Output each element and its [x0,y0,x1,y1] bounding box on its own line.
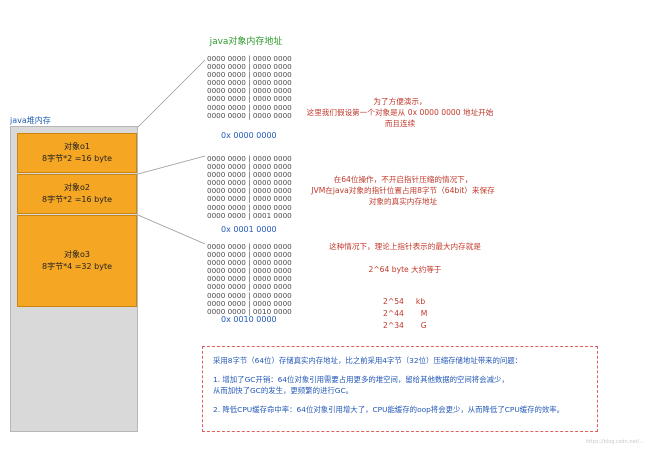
issues-intro: 采用8字节（64位）存储真实内存地址，比之前采用4字节（32位）压缩存储地址带来… [213,356,523,365]
issue-1-line-1: 1. 增加了GC开销：64位对象引用需要占用更多的堆空间，留给其他数据的空间将会… [213,375,509,384]
object-size: 8字节*2 =16 byte [41,195,113,204]
memory-address-3: 0x 0010 0000 [221,315,277,324]
object-name: 对象o2 [64,183,90,192]
note-2-64: 2^64 byte 大约等于 [368,265,442,274]
heap-object-o3: 对象o3 8字节*4 =32 byte [17,215,137,307]
watermark: https://blog.csdn.net/... [585,439,644,445]
issue-1-line-2: 从而加快了GC的发生，更频繁的进行GC。 [213,386,354,395]
connector-line-o3 [137,214,206,245]
heap-label: java堆内存 [10,116,51,125]
object-name: 对象o3 [64,250,90,259]
unit-gb: 2^34 G [383,321,427,330]
connector-line-o2 [137,155,206,175]
unit-mb: 2^44 M [383,309,428,318]
memory-title: java对象内存地址 [209,37,283,47]
memory-block-3: 0000 0000 | 0000 0000 0000 0000 | 0000 0… [207,242,292,316]
note-start-address: 为了方便演示， 这里我们假设第一个对象是从 0x 0000 0000 地址开始 … [306,97,494,128]
memory-block-1: 0000 0000 | 0000 0000 0000 0000 | 0000 0… [207,54,292,120]
memory-address-2: 0x 0001 0000 [221,225,277,234]
note-max-memory: 这种情况下，理论上指针表示的最大内存就是 [329,242,481,251]
object-size: 8字节*4 =32 byte [41,262,113,271]
connector-line-o1 [137,59,206,128]
object-size: 8字节*2 =16 byte [41,154,113,163]
unit-kb: 2^54 kb [383,297,426,306]
issues-box: 采用8字节（64位）存储真实内存地址，比之前采用4字节（32位）压缩存储地址带来… [202,346,598,432]
memory-address-1: 0x 0000 0000 [221,131,277,140]
issue-2: 2. 降低CPU缓存命中率：64位对象引用增大了，CPU能缓存的oop将会更少，… [213,405,565,414]
memory-block-2: 0000 0000 | 0000 0000 0000 0000 | 0000 0… [207,154,292,220]
note-pointer-size: 在64位操作，不开启指针压缩的情况下， JVM在java对象的指针位置占用8字节… [311,175,495,206]
heap-object-o1: 对象o1 8字节*2 =16 byte [17,133,137,173]
heap-object-o2: 对象o2 8字节*2 =16 byte [17,174,137,214]
object-name: 对象o1 [64,142,90,151]
